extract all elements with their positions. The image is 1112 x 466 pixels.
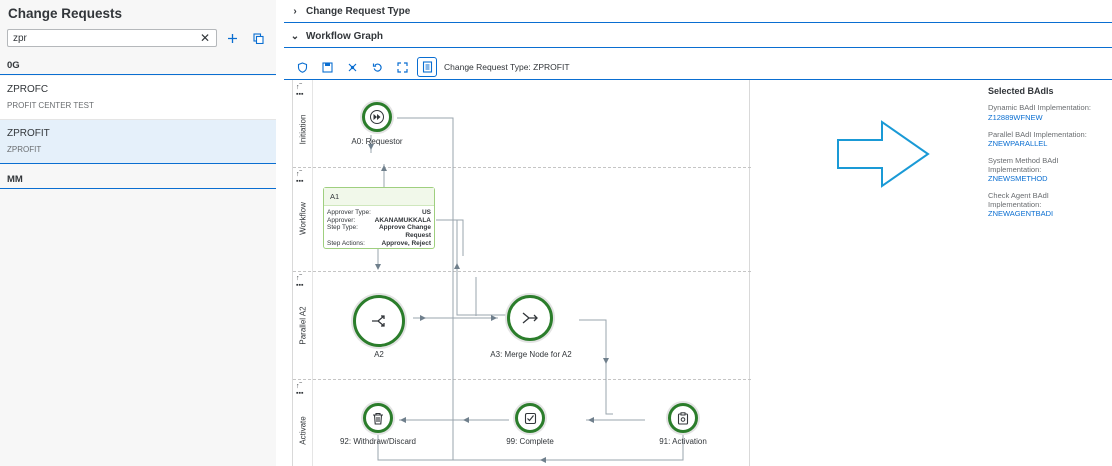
search-input[interactable] [8, 30, 198, 46]
add-button[interactable] [224, 30, 240, 46]
save-button[interactable] [317, 57, 337, 77]
clipboard-settings-icon [677, 411, 689, 425]
step-card-title: A1 [324, 188, 434, 206]
lane-sort-icon[interactable]: ↑‾▪▪▪ [296, 171, 304, 185]
node-91-activation[interactable] [668, 403, 698, 433]
search-field[interactable]: ✕ [7, 29, 217, 47]
change-request-type-label: Change Request Type: ZPROFIT [444, 62, 570, 72]
badi-label: Parallel BAdI Implementation: [988, 129, 1087, 139]
chevron-right-icon: › [293, 6, 297, 17]
step-row-value: Approve, Reject [381, 240, 432, 247]
node-label: 99: Complete [506, 437, 554, 446]
step-row-key: Step Actions: [327, 240, 365, 247]
step-row-key: Approver: [327, 216, 356, 224]
fit-screen-button[interactable] [392, 57, 412, 77]
badi-label: System Method BAdI Implementation: [988, 156, 1059, 174]
list-item-title: ZPROFIT [7, 128, 50, 139]
list-item-subtitle: ZPROFIT [7, 145, 42, 154]
node-label: 92: Withdraw/Discard [339, 437, 417, 446]
panel-change-request-type[interactable]: › Change Request Type [284, 1, 1112, 23]
trash-icon [373, 412, 383, 425]
reset-icon [372, 62, 382, 72]
graph-divider [284, 79, 1112, 80]
auto-layout-icon [348, 63, 356, 71]
group-header-0g: 0G [0, 59, 276, 75]
list-item-zprofit[interactable]: ZPROFIT ZPROFIT [0, 120, 276, 164]
lane-header-column [293, 80, 313, 466]
legend-button[interactable] [417, 57, 437, 77]
step-row: Step Actions: Approve, Reject [324, 240, 434, 248]
fast-forward-icon [370, 110, 384, 124]
node-label: A2 [374, 350, 384, 359]
step-row-value: US [421, 209, 431, 216]
badi-link[interactable]: ZNEWSMETHOD [988, 174, 1048, 183]
step-card-a1[interactable]: A1 Approver Type: US Approver: AKANAMUKK… [323, 187, 435, 249]
step-row: Approver: AKANAMUKKALA [324, 217, 434, 225]
save-icon [321, 61, 333, 73]
step-row: Approver Type: US [324, 209, 434, 217]
auto-layout-button[interactable] [342, 57, 362, 77]
reset-button[interactable] [367, 57, 387, 77]
panel-workflow-graph[interactable]: ⌄ Workflow Graph [284, 26, 1112, 48]
node-99-complete[interactable] [515, 403, 545, 433]
node-label: A0: Requestor [351, 137, 403, 146]
graph-toolbar: Change Request Type: ZPROFIT [292, 56, 570, 78]
group-header-mm: MM [0, 173, 276, 189]
selected-badis-panel: Selected BAdIs Dynamic BAdI Implementati… [988, 86, 1108, 227]
node-a0-requestor[interactable] [362, 102, 392, 132]
copy-icon [252, 32, 264, 44]
badi-label: Dynamic BAdI Implementation: [988, 103, 1091, 112]
lane-separator [293, 379, 751, 380]
lane-sort-icon[interactable]: ↑‾▪▪▪ [296, 383, 304, 397]
master-list-panel: Change Requests ✕ 0G ZPROFC PROFIT CENTE… [0, 0, 276, 466]
node-a2-parallel[interactable] [353, 295, 405, 347]
badis-title: Selected BAdIs [988, 86, 1054, 96]
lane-sort-icon[interactable]: ↑‾▪▪▪ [296, 84, 304, 98]
node-label: A3: Merge Node for A2 [490, 350, 572, 359]
fit-screen-icon [396, 61, 408, 73]
badi-link[interactable]: ZNEWPARALLEL [988, 139, 1048, 148]
step-row-value: AKANAMUKKALA [374, 216, 431, 224]
list-item-zprofc[interactable]: ZPROFC PROFIT CENTER TEST [0, 76, 276, 120]
arrow-right-icon [837, 120, 930, 188]
badi-label: Check Agent BAdI Implementation: [988, 191, 1049, 209]
list-item-subtitle: PROFIT CENTER TEST [7, 101, 94, 110]
lane-sort-icon[interactable]: ↑‾▪▪▪ [296, 275, 304, 289]
merge-icon [522, 312, 538, 324]
plus-icon [227, 33, 237, 43]
shield-icon [297, 61, 307, 73]
list-item-title: ZPROFC [7, 84, 49, 95]
lane-separator [293, 167, 751, 168]
shield-button[interactable] [292, 57, 312, 77]
graph-connectors [368, 117, 684, 463]
chevron-down-icon: ⌄ [290, 31, 300, 42]
split-icon [372, 315, 385, 327]
badi-link[interactable]: ZNEWAGENTBADI [988, 209, 1054, 218]
workflow-graph[interactable]: ↑‾▪▪▪ ↑‾▪▪▪ ↑‾▪▪▪ ↑‾▪▪▪ Initiation Workf… [292, 80, 751, 466]
step-row-key: Step Type: [327, 224, 358, 231]
legend-icon [422, 61, 432, 73]
node-a3-merge[interactable] [507, 295, 553, 341]
node-label: 91: Activation [659, 437, 707, 446]
badi-link[interactable]: Z12889WFNEW [988, 112, 1043, 122]
master-title: Change Requests [8, 6, 123, 21]
clear-search-icon[interactable]: ✕ [199, 31, 210, 45]
check-edit-icon [524, 412, 536, 424]
lane-separator [293, 271, 751, 272]
panel-title: Workflow Graph [306, 31, 384, 42]
step-row: Step Type: Approve Change Request [324, 224, 434, 239]
step-row-key: Approver Type: [327, 209, 371, 216]
step-row-value: Approve Change Request [378, 224, 431, 239]
copy-button[interactable] [250, 30, 266, 46]
node-92-withdraw[interactable] [363, 403, 393, 433]
panel-title: Change Request Type [306, 6, 411, 17]
